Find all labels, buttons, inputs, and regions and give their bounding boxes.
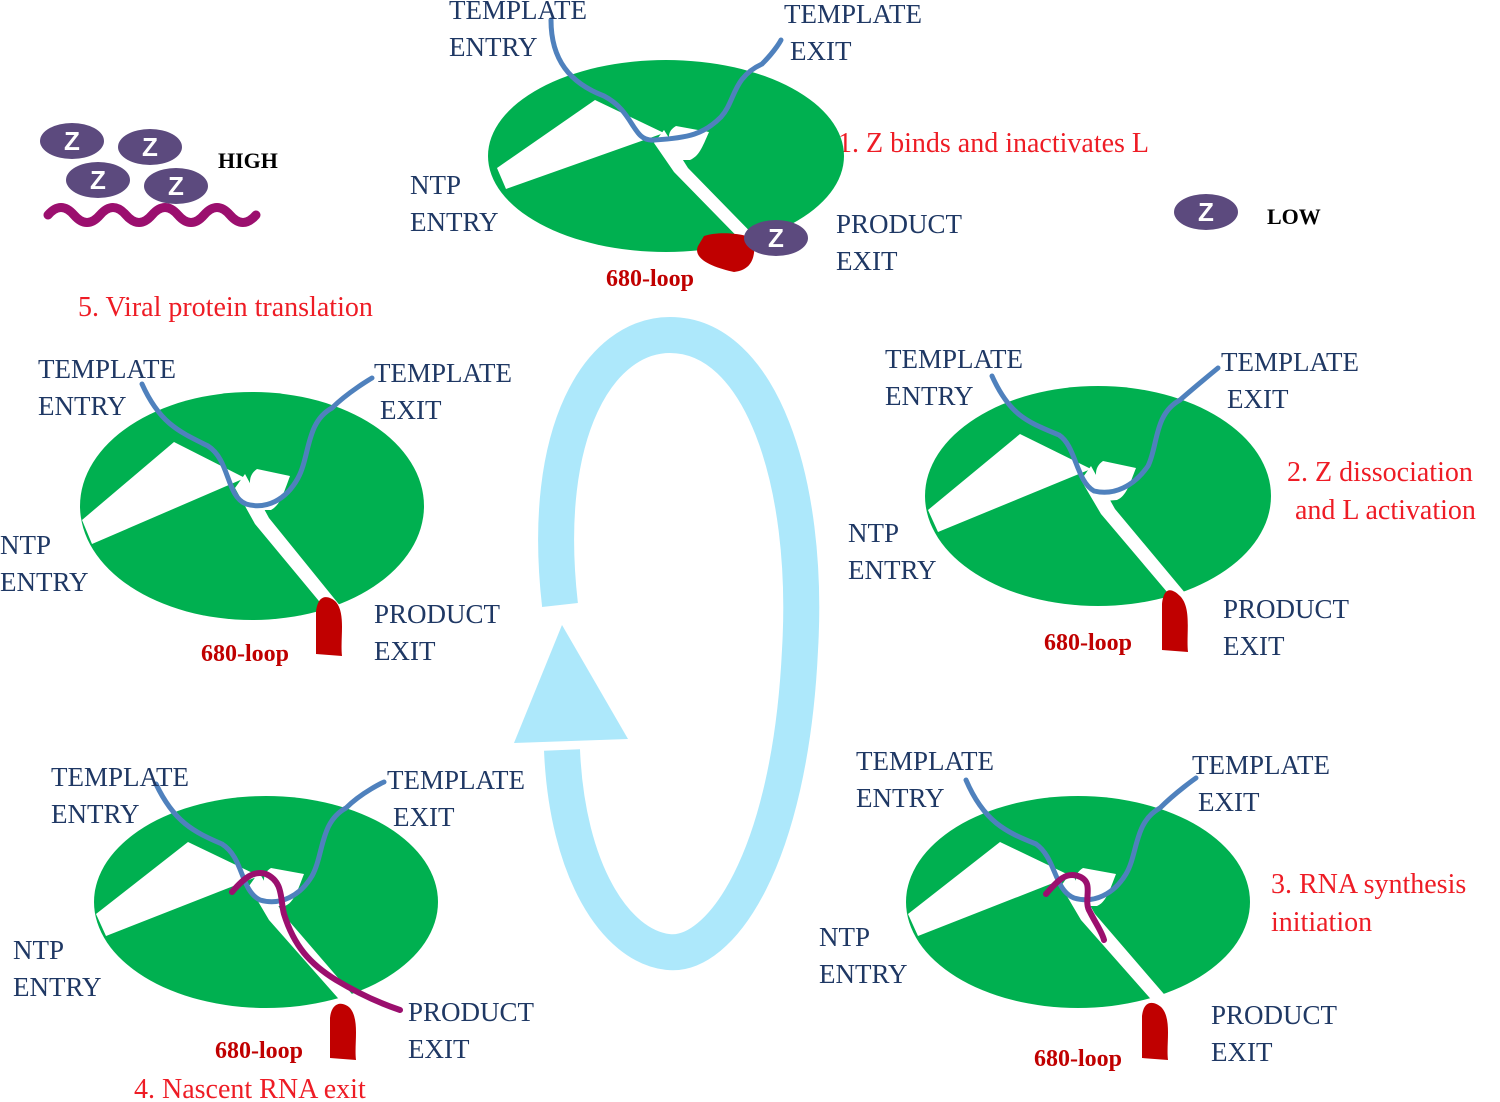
- template-exit-label-line-1: TEMPLATE: [784, 0, 922, 29]
- template-exit-label-line-2: EXIT: [1227, 384, 1289, 414]
- step-2-label-line-2: and L activation: [1295, 495, 1476, 526]
- level-high-label: HIGH: [218, 148, 278, 173]
- polymerase-l: [80, 392, 424, 624]
- mrna-strand: [43, 203, 261, 227]
- loop-680-label: 680-loop: [1044, 630, 1132, 656]
- template-exit-label-line-1: TEMPLATE: [1221, 347, 1359, 377]
- template-entry-label-line-2: ENTRY: [38, 391, 127, 421]
- product-exit-label-line-2: EXIT: [1211, 1037, 1273, 1067]
- z-protein: Z: [744, 220, 808, 256]
- step-5-label: 5. Viral protein translation: [78, 292, 373, 323]
- loop-680-label: 680-loop: [201, 641, 289, 667]
- step-3-label-line-1: 3. RNA synthesis: [1271, 869, 1466, 900]
- template-entry-label-line-1: TEMPLATE: [856, 746, 994, 776]
- step-3-label-line-2: initiation: [1271, 907, 1372, 938]
- template-entry-label-line-2: ENTRY: [51, 799, 140, 829]
- template-rna: [153, 779, 387, 905]
- ntp-entry-label-line-2: ENTRY: [819, 959, 908, 989]
- ntp-entry-label-line-1: NTP: [13, 935, 64, 965]
- z-protein: Z: [144, 168, 208, 204]
- step-2-label-line-1: 2. Z dissociation: [1287, 457, 1473, 488]
- template-rna: [548, 17, 784, 143]
- template-exit-label-line-2: EXIT: [790, 36, 852, 66]
- template-exit-label-line-1: TEMPLATE: [1192, 750, 1330, 780]
- z-protein-label: Z: [90, 165, 106, 195]
- nascent-rna: [1043, 872, 1107, 943]
- loop-680: [1162, 590, 1188, 652]
- z-protein-label: Z: [64, 126, 80, 156]
- z-level-low: Z LOW: [1174, 194, 1321, 230]
- template-rna: [989, 365, 1221, 495]
- template-entry-label-line-1: TEMPLATE: [449, 0, 587, 25]
- product-exit-label-line-1: PRODUCT: [1223, 594, 1350, 624]
- template-rna: [963, 775, 1199, 903]
- step-4-label: 4. Nascent RNA exit: [134, 1074, 366, 1102]
- template-rna: [139, 375, 375, 509]
- loop-680-label: 680-loop: [1034, 1046, 1122, 1072]
- product-exit-label-line-1: PRODUCT: [836, 209, 963, 239]
- polymerase-l: [94, 796, 438, 1014]
- loop-680-label: 680-loop: [215, 1038, 303, 1064]
- polymerase-complex-1: Z TEMPLATE ENTRY TEMPLATE EXIT NTP ENTRY…: [410, 0, 963, 292]
- loop-680: [316, 597, 342, 656]
- ntp-entry-label-line-1: NTP: [819, 922, 870, 952]
- ntp-entry-label-line-2: ENTRY: [410, 207, 499, 237]
- loop-680: [330, 1003, 356, 1060]
- template-entry-label-line-2: ENTRY: [885, 381, 974, 411]
- z-protein-label: Z: [168, 171, 184, 201]
- z-level-high: Z Z Z Z HIGH: [40, 123, 278, 227]
- product-exit-label-line-1: PRODUCT: [408, 997, 535, 1027]
- template-exit-label-line-2: EXIT: [380, 395, 442, 425]
- ntp-entry-label-line-1: NTP: [848, 518, 899, 548]
- product-exit-label-line-2: EXIT: [836, 246, 898, 276]
- level-low-label: LOW: [1267, 204, 1321, 229]
- template-entry-label-line-2: ENTRY: [856, 783, 945, 813]
- loop-680-label: 680-loop: [606, 266, 694, 292]
- cycle-arrow-ring: [538, 316, 820, 971]
- step-1-label: 1. Z binds and inactivates L: [838, 128, 1149, 159]
- polymerase-l: [906, 796, 1250, 1014]
- template-exit-label-line-2: EXIT: [1198, 787, 1260, 817]
- ntp-entry-label-line-2: ENTRY: [0, 567, 89, 597]
- template-entry-label-line-1: TEMPLATE: [51, 762, 189, 792]
- template-exit-label-line-2: EXIT: [393, 802, 455, 832]
- template-entry-label-line-1: TEMPLATE: [885, 344, 1023, 374]
- loop-680: [697, 233, 755, 272]
- cycle-arrow: [514, 316, 820, 971]
- product-exit-label-line-2: EXIT: [1223, 631, 1285, 661]
- ntp-entry-label-line-2: ENTRY: [13, 972, 102, 1002]
- z-protein-label: Z: [1198, 197, 1214, 227]
- polymerase-complex-5: TEMPLATE ENTRY TEMPLATE EXIT NTP ENTRY P…: [0, 354, 512, 667]
- polymerase-complex-4: TEMPLATE ENTRY TEMPLATE EXIT NTP ENTRY P…: [13, 762, 535, 1064]
- polymerase-l: [925, 386, 1271, 612]
- z-protein-label: Z: [142, 132, 158, 162]
- cycle-arrow-head: [514, 625, 628, 743]
- template-entry-label-line-1: TEMPLATE: [38, 354, 176, 384]
- nascent-rna: [229, 870, 403, 1013]
- loop-680: [1142, 1002, 1168, 1060]
- product-exit-label-line-2: EXIT: [408, 1034, 470, 1064]
- polymerase-complex-2: TEMPLATE ENTRY TEMPLATE EXIT NTP ENTRY P…: [848, 344, 1359, 661]
- template-exit-label-line-1: TEMPLATE: [374, 358, 512, 388]
- product-exit-label-line-1: PRODUCT: [374, 599, 501, 629]
- product-exit-label-line-2: EXIT: [374, 636, 436, 666]
- z-protein-label: Z: [768, 223, 784, 253]
- z-protein: Z: [118, 129, 182, 165]
- z-protein: Z: [66, 162, 130, 198]
- polymerase-l: [488, 60, 844, 262]
- product-exit-label-line-1: PRODUCT: [1211, 1000, 1338, 1030]
- template-exit-label-line-1: TEMPLATE: [387, 765, 525, 795]
- polymerase-complex-3: TEMPLATE ENTRY TEMPLATE EXIT NTP ENTRY P…: [819, 746, 1338, 1072]
- template-entry-label-line-2: ENTRY: [449, 32, 538, 62]
- z-protein: Z: [40, 123, 104, 159]
- z-protein: Z: [1174, 194, 1238, 230]
- ntp-entry-label-line-1: NTP: [0, 530, 51, 560]
- ntp-entry-label-line-1: NTP: [410, 170, 461, 200]
- ntp-entry-label-line-2: ENTRY: [848, 555, 937, 585]
